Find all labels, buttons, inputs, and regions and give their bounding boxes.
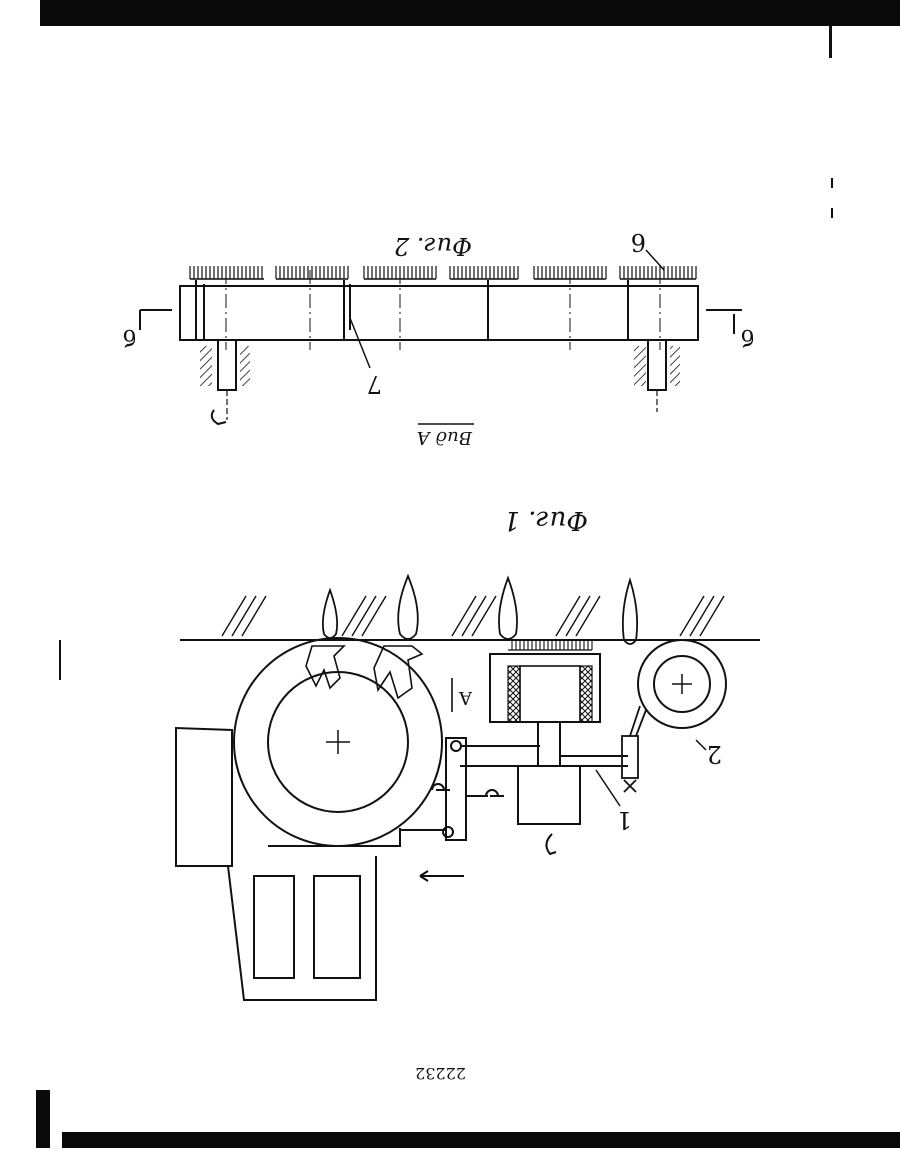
- top-scan-border: [40, 0, 900, 26]
- rotation-arrow-shaft: [546, 834, 556, 854]
- roller-bar: [180, 286, 698, 340]
- section-mark-left-label: б: [123, 324, 136, 349]
- machine-housing: [176, 728, 400, 1000]
- nozzle: [622, 706, 646, 792]
- conveyor-hatching: [222, 596, 724, 636]
- bar-dividers: [196, 280, 628, 340]
- label-1: 1: [617, 806, 632, 834]
- bottom-left-scan-mark: [36, 1090, 50, 1148]
- leader-7: [350, 318, 370, 368]
- centerlines: [226, 270, 660, 350]
- roller-2-center-mark: [672, 674, 692, 694]
- figure-2-caption: Фиг. 2: [394, 232, 472, 260]
- leader-2: [696, 740, 706, 750]
- brush-bristles: [190, 266, 696, 279]
- label-7: 7: [367, 370, 382, 398]
- linkage-plate: [400, 738, 504, 840]
- feed-direction-arrow: [420, 871, 464, 881]
- brush-unit-bristles: [512, 640, 592, 650]
- leader-1: [596, 770, 620, 806]
- figure-2: б б 6 7 Фиг. 2 Вид А: [123, 228, 754, 448]
- hanging-items: [323, 576, 637, 644]
- leader-6: [646, 250, 664, 270]
- shaft-right: [634, 340, 680, 412]
- page-number: 22232: [415, 1064, 466, 1083]
- label-6: 6: [631, 228, 646, 256]
- drum-center-mark: [326, 730, 350, 754]
- hanging-cloths: [306, 646, 422, 698]
- figure-1: Фиг. 1: [176, 505, 760, 1000]
- brush-unit: [490, 650, 600, 722]
- section-mark-left: [140, 310, 172, 330]
- view-a-title: Вид А: [416, 427, 473, 448]
- figure-1-caption: Фиг. 1: [503, 505, 588, 535]
- label-2: 2: [707, 740, 722, 768]
- bottom-scan-border: [62, 1132, 900, 1148]
- section-mark-right-label: б: [741, 324, 754, 349]
- view-a-marker: A: [458, 687, 473, 708]
- section-mark-right: [706, 310, 742, 334]
- drive-shaft: [460, 722, 628, 824]
- shaft-left: [200, 340, 250, 424]
- right-edge-mark: [829, 26, 832, 58]
